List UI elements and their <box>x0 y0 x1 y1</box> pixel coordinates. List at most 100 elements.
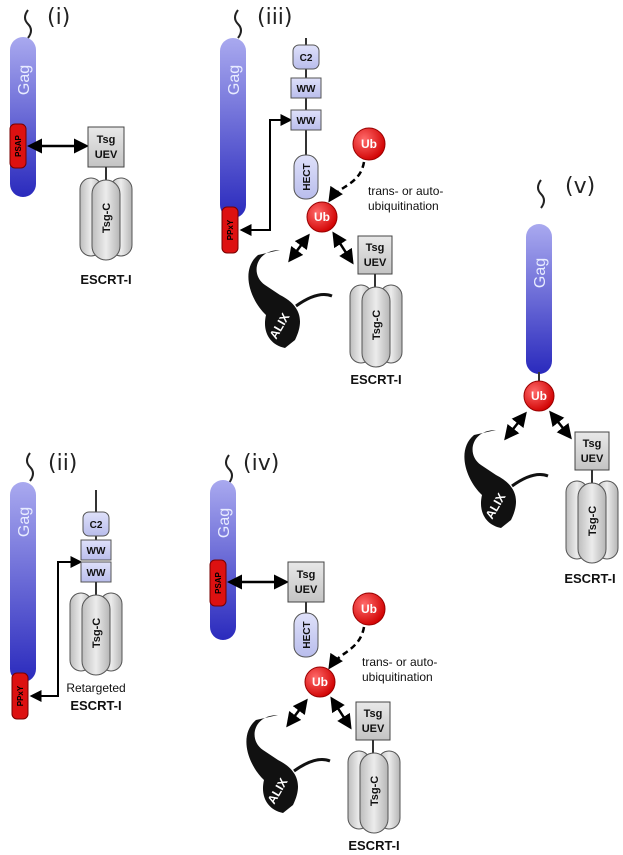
ub-v <box>523 380 555 412</box>
tsgc-complex-i <box>79 177 133 261</box>
ub-tsg-arrow-v <box>549 410 572 440</box>
ppxy-motif-iii <box>221 206 239 254</box>
ppxy-ww-arrow-iii <box>239 114 293 236</box>
ub-bound-label-iv: Ub <box>312 675 328 689</box>
c2-domain-ii <box>82 511 110 537</box>
uev-label-iv: UEV <box>295 584 318 596</box>
hect-label-iii: HECT <box>302 163 313 190</box>
ppxy-motif-ii <box>11 672 29 720</box>
ub-bound-label-iii: Ub <box>314 210 330 224</box>
tsgc-complex-ii <box>69 592 123 676</box>
hect-domain-iii <box>293 154 319 200</box>
ww1-label-ii: WW <box>87 546 106 557</box>
tsgc-label-ii: Tsg-C <box>91 618 103 648</box>
hect-label-iv: HECT <box>302 621 313 648</box>
ww1-label-iii: WW <box>297 84 316 95</box>
tsg-uev-box-i <box>87 126 125 168</box>
panel-iv-label: (iv) <box>243 451 279 476</box>
gag-tail-i <box>24 9 32 39</box>
ubq-dashed-arrow-iv <box>328 626 366 670</box>
tsgc-label-i: Tsg-C <box>101 203 113 233</box>
escrt-label-iv: ESCRT-I <box>348 838 399 853</box>
ww-domain1-iii <box>290 77 322 99</box>
ub-alix-arrow-iii <box>288 233 310 263</box>
ppxy-label-iii: PPxY <box>226 219 235 240</box>
ub-tsg-arrow-iii <box>332 231 354 265</box>
tsg-label-iii: Tsg <box>366 242 385 254</box>
gag-tail-v <box>537 179 545 209</box>
ubq-text1-iii: trans- or auto- <box>368 184 443 198</box>
tsgc-label-v: Tsg-C <box>587 506 599 536</box>
ubq-dashed-arrow-iii <box>328 161 366 203</box>
tsgc-complex-iv <box>347 750 401 834</box>
panel-v: (v) Gag Ub ALIX Tsg UEV Tsg-C ESCRT-I <box>464 174 619 586</box>
ub-alix-arrow-iv <box>286 698 308 728</box>
gag-tail-ii <box>26 452 34 482</box>
tsg-uev-box-iv <box>287 561 325 603</box>
ppxy-ww-arrow-ii <box>29 556 83 702</box>
psap-motif-i <box>9 123 27 169</box>
panel-i-label: (i) <box>47 5 70 30</box>
alix-shape-iv <box>246 715 331 813</box>
tsg-label-i: Tsg <box>97 134 116 146</box>
panel-iii-label: (iii) <box>257 5 293 30</box>
ww-domain1-ii <box>80 539 112 561</box>
ub-bound-iv <box>304 666 336 698</box>
ub-free-label-iii: Ub <box>361 137 377 151</box>
c2-label-ii: C2 <box>90 520 103 531</box>
hect-domain-iv <box>293 612 319 658</box>
ww2-label-iii: WW <box>297 116 316 127</box>
psap-label-iv: PSAP <box>214 571 223 593</box>
retargeted-label-ii: Retargeted <box>66 681 125 695</box>
tsg2-label-iv: Tsg <box>364 708 383 720</box>
alix-shape-iii <box>248 250 333 348</box>
alix-shape-v <box>464 430 549 528</box>
panel-ii-label: (ii) <box>48 451 77 476</box>
ppxy-label-ii: PPxY <box>16 685 25 706</box>
gag-bar-ii <box>10 482 36 682</box>
c2-label-iii: C2 <box>300 53 313 64</box>
ub-bound-iii <box>306 201 338 233</box>
gag-label-i: Gag <box>16 65 33 95</box>
ubq-text1-iv: trans- or auto- <box>362 655 437 669</box>
gag-tail-iii <box>234 9 242 39</box>
tsg-uev-box2-iv <box>355 701 391 741</box>
ww-domain2-iii <box>290 109 322 131</box>
gag-label-v: Gag <box>532 258 549 288</box>
psap-label-i: PSAP <box>14 134 23 156</box>
tsg-uev-box-v <box>574 431 610 471</box>
panel-ii: (ii) Gag PPxY C2 WW WW Tsg-C Retargeted … <box>10 451 126 720</box>
escrt-label-i: ESCRT-I <box>80 272 131 287</box>
c2-domain-iii <box>292 44 320 70</box>
ubq-text2-iv: ubiquitination <box>362 670 433 684</box>
uev-label-v: UEV <box>581 453 604 465</box>
gag-bar-i <box>10 37 36 197</box>
ub-tsg-arrow-iv <box>330 696 352 730</box>
ww2-label-ii: WW <box>87 568 106 579</box>
tsg-label-iv: Tsg <box>297 569 316 581</box>
tsgc-label-iii: Tsg-C <box>371 310 383 340</box>
uev2-label-iv: UEV <box>362 723 385 735</box>
uev-label-iii: UEV <box>364 257 387 269</box>
panel-iii: (iii) Gag PPxY C2 WW WW HECT Ub trans- o… <box>220 5 443 387</box>
uev-label-i: UEV <box>95 149 118 161</box>
ub-free-iv <box>352 592 386 626</box>
ub-free-label-iv: Ub <box>361 602 377 616</box>
gag-label-iv: Gag <box>216 508 233 538</box>
gag-bar-iii <box>220 38 246 218</box>
panel-iv: (iv) Gag PSAP Tsg UEV HECT Ub trans- or … <box>209 451 437 853</box>
escrt-label-iii: ESCRT-I <box>350 372 401 387</box>
gag-tail-iv <box>225 454 233 484</box>
ub-free-iii <box>352 127 386 161</box>
tsgc-complex-v <box>565 480 619 564</box>
gag-label-iii: Gag <box>226 65 243 95</box>
gag-label-ii: Gag <box>16 507 33 537</box>
ub-label-v: Ub <box>531 389 547 403</box>
panel-v-label: (v) <box>565 174 595 199</box>
escrt-label-ii: ESCRT-I <box>70 698 121 713</box>
panel-i: (i) Gag PSAP Tsg UEV Tsg-C ESCRT-I <box>9 5 133 287</box>
escrt-label-v: ESCRT-I <box>564 571 615 586</box>
tsg-label-v: Tsg <box>583 438 602 450</box>
